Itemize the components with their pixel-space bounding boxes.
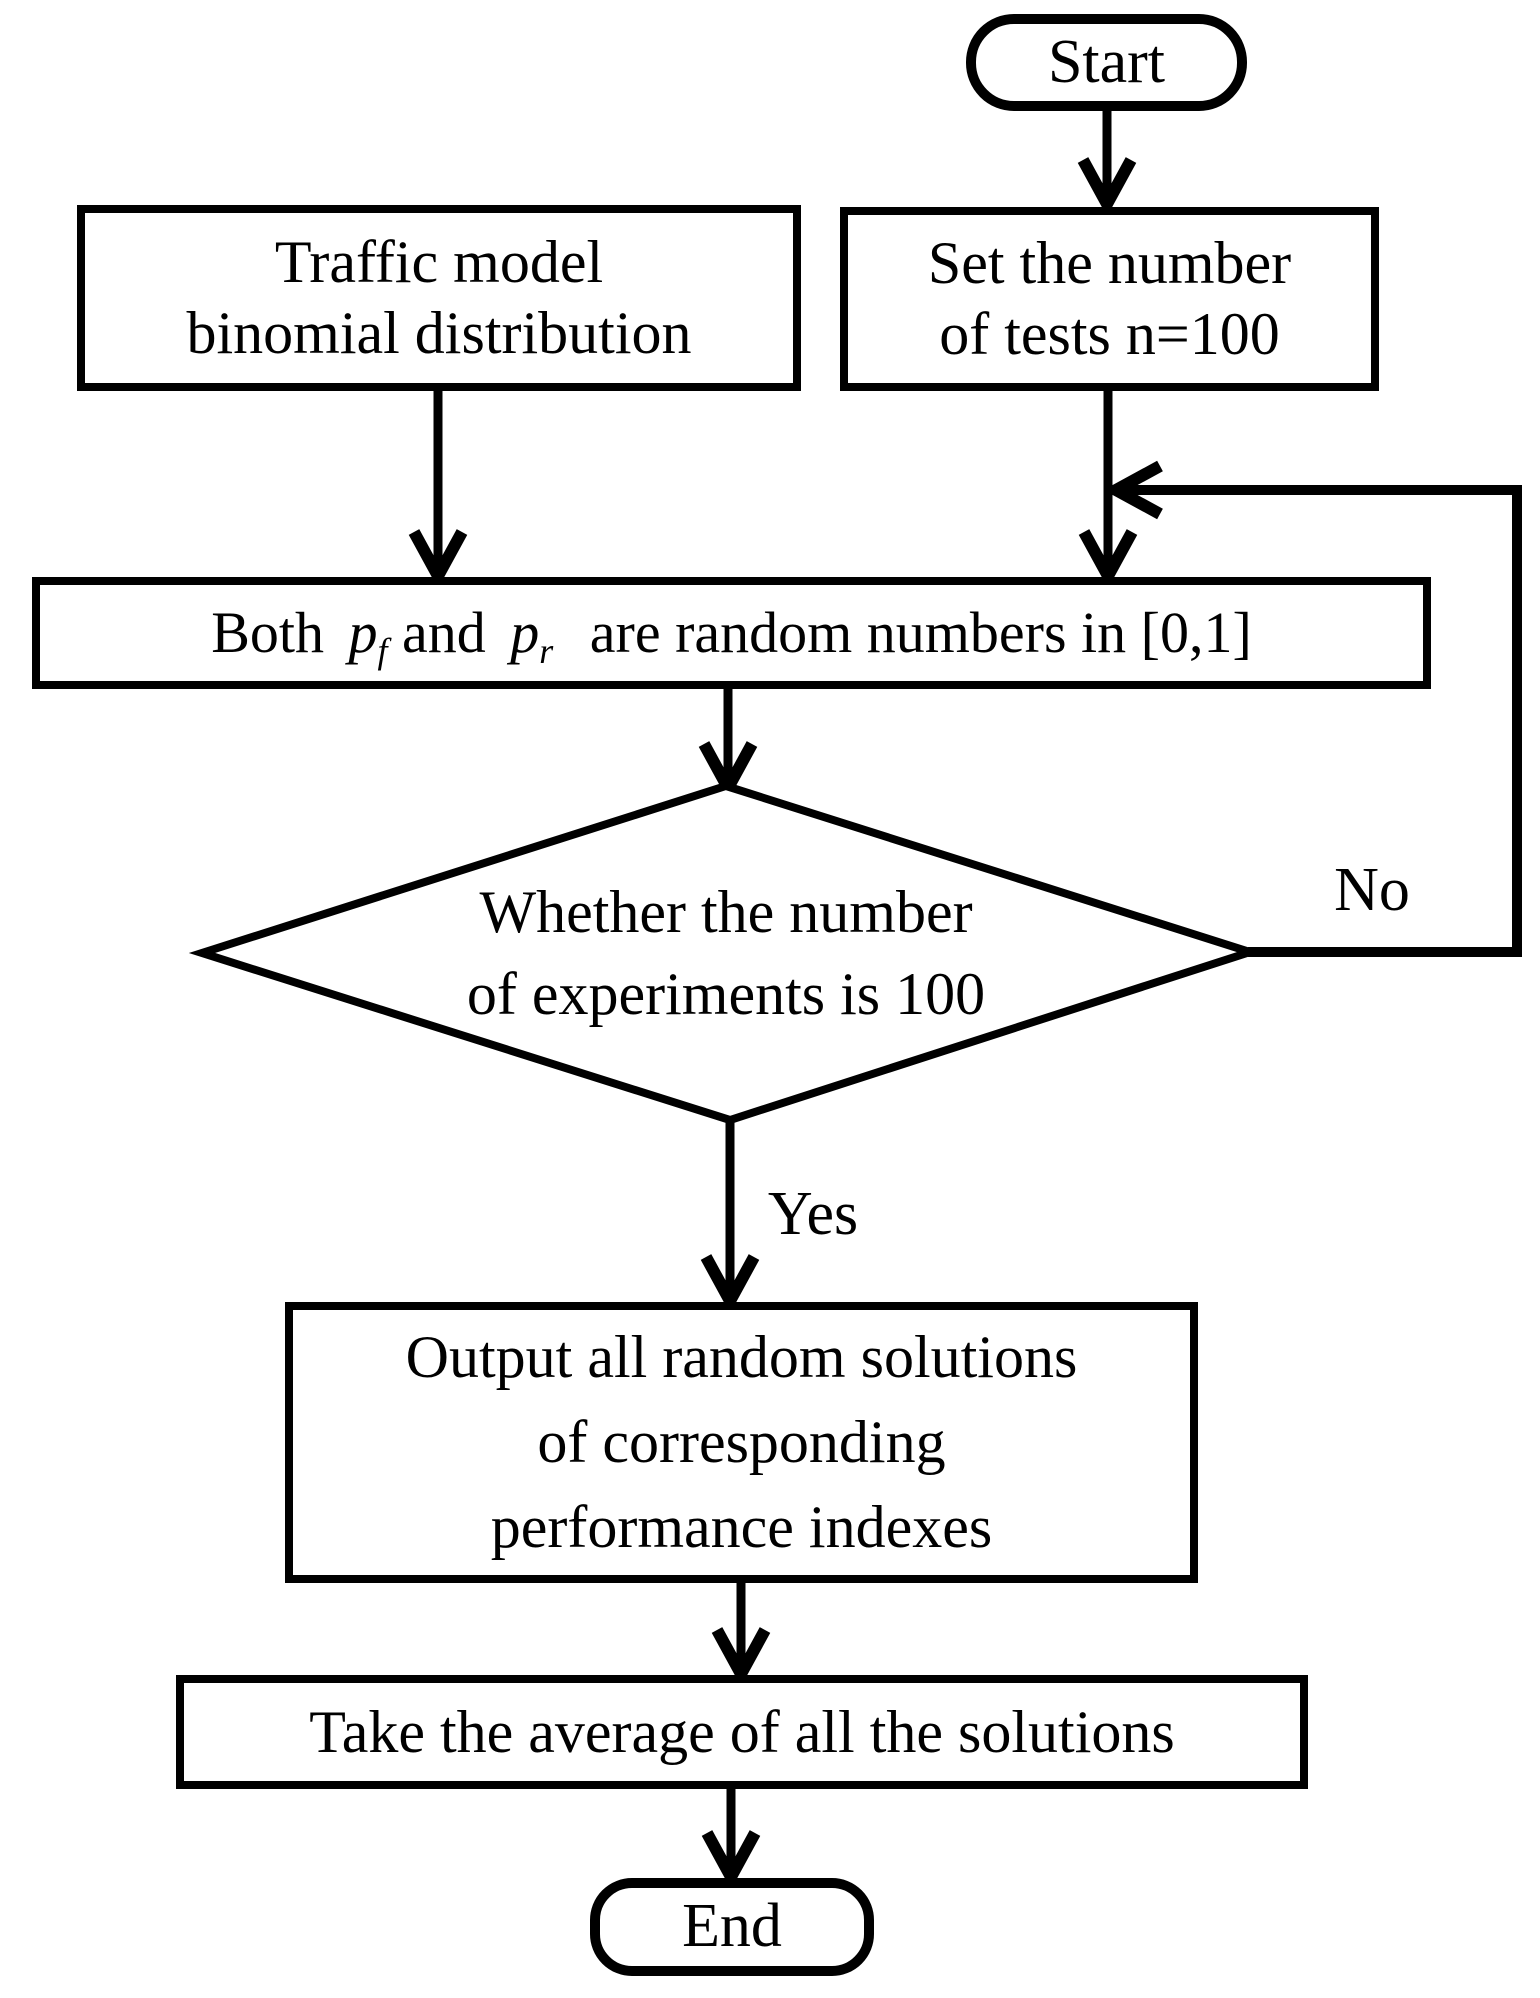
random-text-mid: and	[387, 599, 501, 665]
take-average-label: Take the average of all the solutions	[309, 1698, 1175, 1765]
take-average-box: Take the average of all the solutions	[176, 1675, 1308, 1789]
no-feedback-line	[1126, 485, 1522, 957]
traffic-model-line1: Traffic model	[274, 229, 604, 296]
set-tests-line1: Set the number	[927, 230, 1292, 297]
output-line1: Output all random solutions	[405, 1323, 1078, 1390]
traffic-model-box: Traffic model binomial distribution	[77, 205, 801, 391]
output-line2: of corresponding	[537, 1408, 946, 1475]
output-line3: performance indexes	[490, 1494, 993, 1561]
set-tests-box: Set the number of tests n=100	[840, 207, 1379, 391]
pf-base: p	[348, 599, 378, 665]
arrow-output-to-average-head	[711, 1627, 771, 1687]
output-solutions-box: Output all random solutions of correspon…	[285, 1302, 1198, 1583]
end-label: End	[682, 1892, 782, 1961]
arrow-average-to-end-head	[701, 1830, 761, 1890]
no-branch-label: No	[1334, 856, 1410, 924]
random-text-prefix: Both	[211, 599, 339, 665]
arrow-traffic-to-random-head	[408, 529, 468, 589]
random-numbers-box: Both pf and pr are random numbers in [0,…	[32, 577, 1431, 689]
end-terminal: End	[590, 1878, 874, 1976]
yes-branch-label: Yes	[767, 1180, 859, 1248]
arrow-decision-to-output-head	[700, 1254, 760, 1314]
no-feedback-arrowhead	[1103, 460, 1163, 520]
pr-symbol: pr	[510, 599, 553, 669]
decision-diamond-text: Whether the number of experiments is 100	[276, 868, 1176, 1038]
set-tests-line2: of tests n=100	[939, 301, 1280, 367]
start-label: Start	[1047, 27, 1166, 96]
pr-subscript: r	[539, 630, 554, 671]
start-terminal: Start	[966, 14, 1247, 111]
pf-subscript: f	[377, 630, 388, 671]
arrow-start-to-settests-head	[1077, 157, 1137, 217]
pr-base: p	[510, 599, 540, 665]
arrow-settests-to-random-head	[1078, 529, 1138, 589]
pf-symbol: pf	[348, 599, 388, 669]
decision-line1: Whether the number	[479, 878, 973, 945]
random-text-suffix: are random numbers in [0,1]	[575, 599, 1252, 665]
traffic-model-line2: binomial distribution	[186, 300, 692, 366]
decision-line2: of experiments is 100	[466, 961, 986, 1027]
